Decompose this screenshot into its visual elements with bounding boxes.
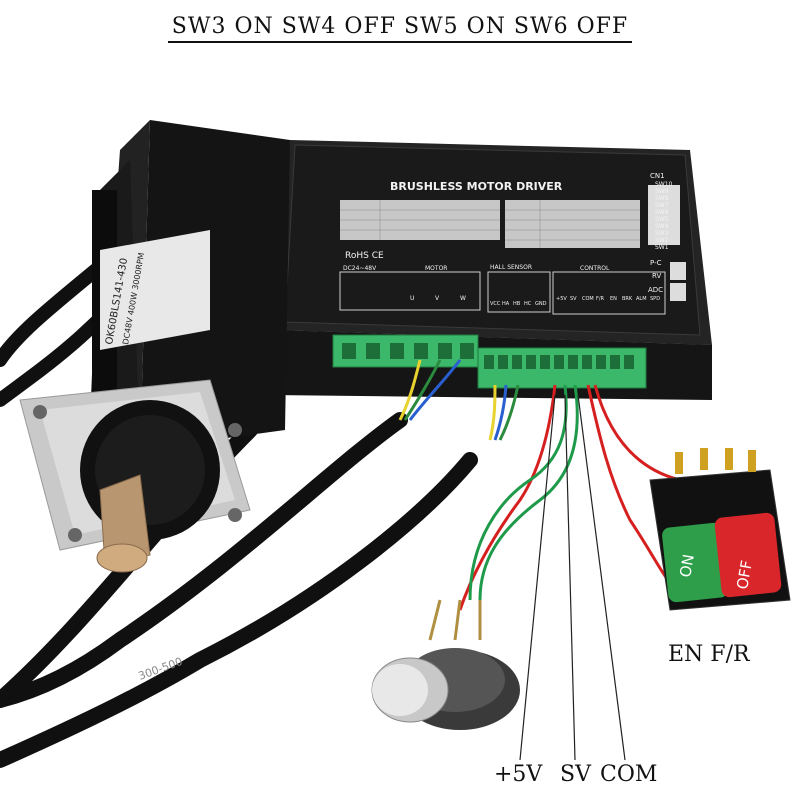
switch-label: SW7 xyxy=(655,202,669,209)
switch-label: SW9 xyxy=(655,188,669,195)
driver-heading: BRUSHLESS MOTOR DRIVER xyxy=(390,180,563,193)
motor-pin: U xyxy=(410,295,414,302)
driver-dc-label: DC24~48V xyxy=(343,265,377,272)
en-fr-label: EN F/R xyxy=(668,642,750,667)
control-pin: +5V xyxy=(556,296,567,302)
driver-cn1: CN1 xyxy=(650,172,665,180)
motor-pin-labels: U V W xyxy=(410,295,466,302)
switch-label: SW5 xyxy=(655,216,669,223)
control-pin: SV xyxy=(570,296,577,302)
hall-pin: GND xyxy=(535,301,547,307)
control-pin: F/R xyxy=(596,296,605,302)
driver-rohs: RoHS CE xyxy=(345,251,384,261)
driver-adc: ADC xyxy=(648,286,663,294)
control-wires xyxy=(458,384,681,611)
control-pin: EN xyxy=(610,296,617,302)
title-text: SW3 ON SW4 OFF SW5 ON SW6 OFF xyxy=(167,14,633,43)
motor-phase-wires xyxy=(398,359,520,441)
label-leader-lines xyxy=(519,394,626,761)
hall-pin: HA xyxy=(502,301,510,307)
switch-label: SW2 xyxy=(655,237,669,244)
control-pin: COM xyxy=(582,296,594,302)
sv-label: SV xyxy=(560,762,591,787)
on-button-label: ON xyxy=(676,553,698,579)
control-pin: ALM xyxy=(636,296,647,302)
switch-labels: SW10 SW9 SW8 SW7 SW6 SW5 SW4 SW3 SW2 SW1 xyxy=(655,181,673,251)
switch-label: SW4 xyxy=(655,223,669,230)
signal-terminal-block xyxy=(477,347,647,389)
driver-control-label: CONTROL xyxy=(580,265,610,272)
driver-motor-label: MOTOR xyxy=(425,265,447,272)
control-pin-labels: +5V SV COM F/R EN BRK ALM SPD xyxy=(556,296,660,302)
potentiometer xyxy=(371,599,520,730)
hall-pin: HC xyxy=(524,301,532,307)
hall-pin: VCC xyxy=(490,301,501,307)
hall-pin: HB xyxy=(513,301,521,307)
com-label: COM xyxy=(600,762,658,787)
plus5v-label: +5V xyxy=(494,762,543,787)
switch-label: SW8 xyxy=(655,195,669,202)
motor-pin: W xyxy=(460,295,466,302)
switch-label: SW6 xyxy=(655,209,669,216)
switch-label: SW10 xyxy=(655,181,673,188)
power-terminal-block xyxy=(332,334,479,368)
driver-pc: P-C xyxy=(650,259,662,267)
page-title: SW3 ON SW4 OFF SW5 ON SW6 OFF xyxy=(0,14,800,43)
driver-rv: RV xyxy=(652,272,661,280)
off-button-label: OFF xyxy=(733,559,756,591)
hall-pin-labels: VCC HA HB HC GND xyxy=(490,301,547,307)
motor-pin: V xyxy=(435,295,440,302)
switch-label: SW1 xyxy=(655,244,669,251)
driver-hall-label: HALL SENSOR xyxy=(490,264,532,271)
en-fr-rocker-switch xyxy=(649,448,791,611)
brushless-motor xyxy=(19,120,290,573)
control-pin: SPD xyxy=(650,296,660,302)
switch-label: SW3 xyxy=(655,230,669,237)
control-pin: BRK xyxy=(622,296,633,302)
